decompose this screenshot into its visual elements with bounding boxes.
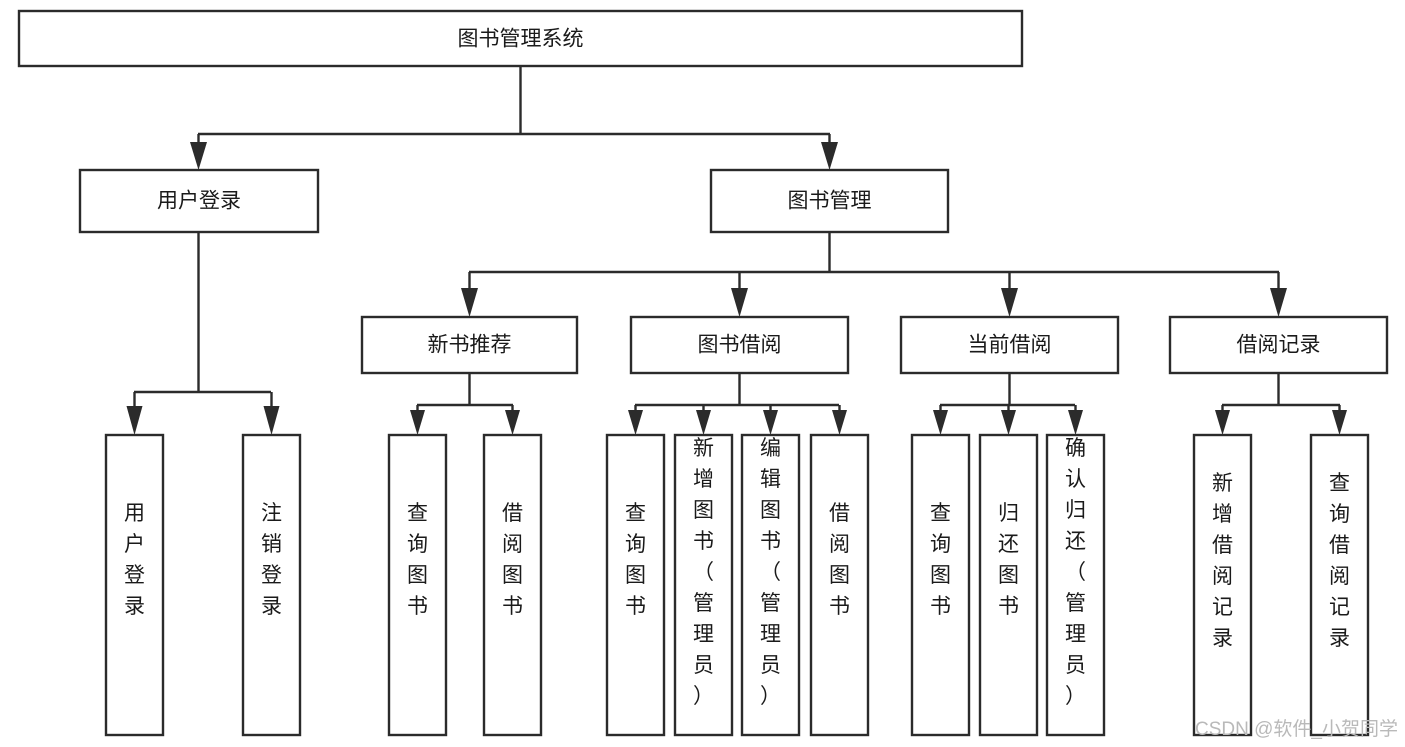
leaf-add-record-box[interactable]: [1192, 433, 1253, 737]
arrow-head-leaf-add-record: [1215, 410, 1230, 435]
connector-group-book-borrow: [628, 373, 847, 435]
node-borrow-record-box[interactable]: [1168, 315, 1389, 375]
leaf-return-book[interactable]: 归还图书: [978, 433, 1039, 737]
arrow-head-leaf-query-book-2: [628, 410, 643, 435]
arrow-head-book-borrow: [731, 288, 748, 317]
leaf-logout-login[interactable]: 注销登录: [241, 433, 302, 737]
arrow-head-leaf-logout-login: [263, 406, 280, 435]
connector-group-root: [190, 66, 838, 170]
arrow-head-leaf-add-book: [696, 410, 711, 435]
node-root-label: 图书管理系统: [458, 28, 584, 51]
leaf-query-book-2-box[interactable]: [605, 433, 666, 737]
node-book-borrow-box[interactable]: [629, 315, 850, 375]
leaf-confirm-return-box[interactable]: [1045, 433, 1106, 737]
leaf-edit-book-box[interactable]: [740, 433, 801, 737]
leaf-add-book-box[interactable]: [673, 433, 734, 737]
leaf-query-book-1-label: 查询图书: [407, 502, 428, 618]
leaf-query-book-1[interactable]: 查询图书: [387, 433, 448, 737]
arrow-head-current-borrow: [1001, 288, 1018, 317]
node-current-borrow-label: 当前借阅: [968, 334, 1052, 357]
node-book-manage[interactable]: 图书管理: [709, 168, 950, 234]
leaf-query-record-label: 查询借阅记录: [1329, 472, 1350, 650]
leaf-query-record-box[interactable]: [1309, 433, 1370, 737]
connector-group-current-borrow: [933, 373, 1083, 435]
arrow-head-leaf-borrow-book-1: [505, 410, 520, 435]
leaf-logout-login-label: 注销登录: [261, 502, 282, 618]
node-new-book-recommend-box[interactable]: [360, 315, 579, 375]
leaf-edit-book-label: 编辑图书（管理员）: [760, 437, 781, 708]
node-borrow-record-label: 借阅记录: [1237, 334, 1321, 357]
leaf-query-book-2[interactable]: 查询图书: [605, 433, 666, 737]
arrow-head-leaf-query-book-3: [933, 410, 948, 435]
connector-group-user-login: [126, 232, 280, 435]
node-new-book-recommend-label: 新书推荐: [428, 334, 512, 357]
connector-group-new-book-recommend: [410, 373, 520, 435]
arrow-head-leaf-query-book-1: [410, 410, 425, 435]
leaf-query-book-3-box[interactable]: [910, 433, 971, 737]
node-book-borrow-label: 图书借阅: [698, 334, 782, 357]
leaf-add-record[interactable]: 新增借阅记录: [1192, 433, 1253, 737]
leaf-edit-book[interactable]: 编辑图书（管理员）: [740, 433, 801, 737]
leaf-return-book-box[interactable]: [978, 433, 1039, 737]
node-user-login-label: 用户登录: [157, 190, 241, 213]
leaf-user-login-label: 用户登录: [124, 502, 145, 618]
leaf-add-book-label: 新增图书（管理员）: [693, 437, 714, 708]
node-current-borrow[interactable]: 当前借阅: [899, 315, 1120, 375]
leaf-add-book[interactable]: 新增图书（管理员）: [673, 433, 734, 737]
arrow-head-borrow-record: [1270, 288, 1287, 317]
node-book-manage-label: 图书管理: [788, 190, 872, 213]
leaf-confirm-return-label: 确认归还（管理员）: [1065, 437, 1086, 708]
csdn-watermark: CSDN @软件_小贺同学: [1195, 718, 1398, 740]
node-user-login-box[interactable]: [78, 168, 320, 234]
leaf-query-book-1-box[interactable]: [387, 433, 448, 737]
leaf-borrow-book-2[interactable]: 借阅图书: [809, 433, 870, 737]
leaf-confirm-return[interactable]: 确认归还（管理员）: [1045, 433, 1106, 737]
node-book-borrow[interactable]: 图书借阅: [629, 315, 850, 375]
arrow-head-leaf-user-login: [126, 406, 143, 435]
leaf-query-book-3[interactable]: 查询图书: [910, 433, 971, 737]
leaf-logout-login-box[interactable]: [241, 433, 302, 737]
arrow-head-leaf-confirm-return: [1068, 410, 1083, 435]
arrow-head-leaf-borrow-book-2: [832, 410, 847, 435]
node-current-borrow-box[interactable]: [899, 315, 1120, 375]
leaf-return-book-label: 归还图书: [998, 502, 1019, 618]
leaf-borrow-book-2-label: 借阅图书: [829, 502, 850, 618]
leaf-borrow-book-1[interactable]: 借阅图书: [482, 433, 543, 737]
leaf-user-login-box[interactable]: [104, 433, 165, 737]
leaf-borrow-book-1-label: 借阅图书: [502, 502, 523, 618]
node-borrow-record[interactable]: 借阅记录: [1168, 315, 1389, 375]
node-user-login[interactable]: 用户登录: [78, 168, 320, 234]
arrow-head-leaf-edit-book: [763, 410, 778, 435]
leaf-user-login[interactable]: 用户登录: [104, 433, 165, 737]
node-book-manage-box[interactable]: [709, 168, 950, 234]
arrow-head-leaf-query-record: [1332, 410, 1347, 435]
leaf-query-book-2-label: 查询图书: [625, 502, 646, 618]
leaf-add-record-label: 新增借阅记录: [1212, 472, 1233, 650]
arrow-head-leaf-return-book: [1001, 410, 1016, 435]
arrow-head-book-manage: [821, 142, 838, 170]
node-new-book-recommend[interactable]: 新书推荐: [360, 315, 579, 375]
node-root[interactable]: 图书管理系统: [17, 9, 1024, 68]
connector-group-book-manage: [461, 232, 1287, 317]
leaf-query-record[interactable]: 查询借阅记录: [1309, 433, 1370, 737]
arrow-head-new-book-recommend: [461, 288, 478, 317]
node-root-box[interactable]: [17, 9, 1024, 68]
arrow-head-user-login: [190, 142, 207, 170]
leaf-query-book-3-label: 查询图书: [930, 502, 951, 618]
leaf-borrow-book-1-box[interactable]: [482, 433, 543, 737]
connector-group-borrow-record: [1215, 373, 1347, 435]
leaf-borrow-book-2-box[interactable]: [809, 433, 870, 737]
